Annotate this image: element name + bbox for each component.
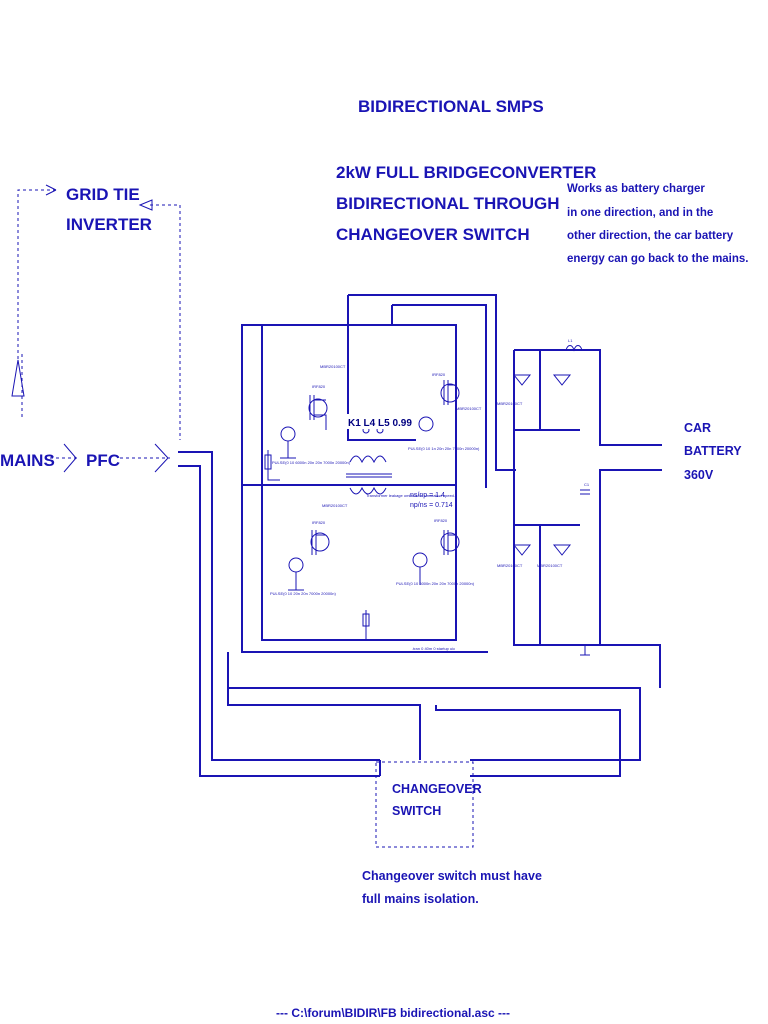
file-path-footer: --- C:\forum\BIDIR\FB bidirectional.asc … <box>276 1006 510 1020</box>
secondary-diodes <box>512 345 590 656</box>
note-top-line-1: Works as battery charger <box>567 183 705 195</box>
pulse-bottom-right: PULSE(0 10 6000n 20n 20n 7000n 20000n) <box>396 581 475 586</box>
pulse-bottom-left: PULSE(0 10 20n 20n 7000n 20000n) <box>270 591 336 596</box>
mosfet-bottom-left <box>310 530 330 555</box>
note-top-line-4: energy can go back to the mains. <box>567 253 749 265</box>
changeover-switch-box <box>375 761 474 848</box>
part-label-d4: MBR20100CT <box>497 401 523 406</box>
note-top-line-2: in one direction, and in the <box>567 207 713 219</box>
mosfet-top-right <box>440 380 460 405</box>
battery-label-line-3: 360V <box>684 468 714 482</box>
part-label-q4: IRF820 <box>434 518 448 523</box>
changeover-label-line-2: SWITCH <box>392 804 441 818</box>
turns-ratio-line-2: np/ns = 0.714 <box>410 502 453 509</box>
main-power-wiring <box>178 294 662 777</box>
part-label-d5: MBR20100CT <box>497 563 523 568</box>
capacitor-label: C1 <box>584 482 590 487</box>
coupling-label: K1 L4 L5 0.99 <box>348 418 412 429</box>
inductor-label: L1 <box>568 338 573 343</box>
coupling-label-box <box>346 414 396 429</box>
mains-label: MAINS <box>0 451 55 470</box>
mosfet-top-left <box>308 395 328 430</box>
part-label-d1: MBR20100CT <box>320 364 346 369</box>
note-top-line-3: other direction, the car battery <box>567 230 734 242</box>
changeover-label-line-1: CHANGEOVER <box>392 782 482 796</box>
part-label-q3: IRF820 <box>312 520 326 525</box>
part-label-q2: IRF820 <box>432 372 446 377</box>
subtitle-line-1: 2kW FULL BRIDGECONVERTER <box>336 163 596 182</box>
gate-drive-sources <box>264 416 434 641</box>
subtitle-line-3: CHANGEOVER SWITCH <box>336 225 530 244</box>
pulse-top-right: PULSE(0 10 1n 20n 20n 7000n 20000n) <box>408 446 480 451</box>
tran-command: .tran 0 40m 0 startup uic <box>412 646 455 651</box>
mosfet-bottom-right <box>440 530 460 555</box>
mains-to-pfc-dashed-arrow <box>50 443 170 473</box>
transformer-note: Transformer leakage omitted for simulati… <box>366 493 455 498</box>
battery-label-line-1: CAR <box>684 421 711 435</box>
part-label-d2: MBR20100CT <box>456 406 482 411</box>
note-bottom-line-2: full mains isolation. <box>362 892 479 906</box>
part-label-d3: MBR20100CT <box>322 503 348 508</box>
grid-tie-label-line-2: INVERTER <box>66 215 152 234</box>
note-bottom-line-1: Changeover switch must have <box>362 869 542 883</box>
battery-label-line-2: BATTERY <box>684 444 742 458</box>
pfc-label: PFC <box>86 451 120 470</box>
diagram-title: BIDIRECTIONAL SMPS <box>358 97 544 116</box>
transformer <box>346 426 392 495</box>
grid-tie-dashed-loop <box>11 184 181 440</box>
part-label-d6: MBR20100CT <box>537 563 563 568</box>
grid-tie-label-line-1: GRID TIE <box>66 185 140 204</box>
part-label-q1: IRF820 <box>312 384 326 389</box>
subtitle-line-2: BIDIRECTIONAL THROUGH <box>336 194 560 213</box>
turns-ratio-line-1: ns/np = 1.4 <box>410 492 445 499</box>
pulse-top-left: PULSE(0 10 6000n 20n 20n 7000n 20000n) <box>272 460 351 465</box>
